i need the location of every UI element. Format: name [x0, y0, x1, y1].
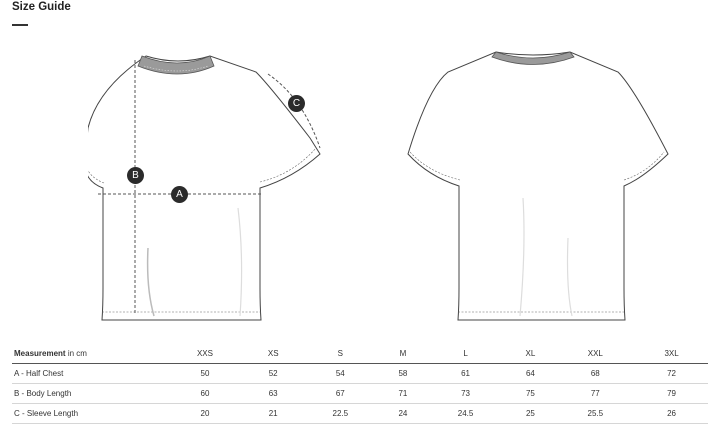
size-header: XL: [525, 349, 536, 358]
page-title: Size Guide: [12, 1, 71, 13]
size-table: Measurement in cm XXS XS S M L XL XXL 3X…: [12, 344, 708, 424]
table-cell: 72: [667, 369, 677, 378]
table-cell: 22.5: [332, 409, 349, 418]
table-cell: 64: [525, 369, 535, 378]
table-cell: 24.5: [457, 409, 474, 418]
table-cell: 52: [268, 369, 278, 378]
size-header: 3XL: [664, 349, 679, 358]
tshirt-front-diagram: [88, 55, 321, 321]
table-cell: 25.5: [587, 409, 604, 418]
measurement-badge-a: A: [171, 186, 188, 203]
table-cell: 21: [268, 409, 278, 418]
table-cell: 24: [398, 409, 408, 418]
size-header: L: [463, 349, 468, 358]
title-underline: [12, 24, 28, 26]
table-cell: 71: [398, 389, 408, 398]
measurement-header: Measurement in cm: [14, 349, 87, 358]
table-cell: 54: [335, 369, 345, 378]
table-cell: 20: [200, 409, 210, 418]
table-cell: 61: [461, 369, 470, 378]
table-row: A - Half Chest 50 52 54 58 61 64 68 72: [12, 364, 708, 384]
size-table-header: Measurement in cm XXS XS S M L XL XXL 3X…: [12, 344, 708, 364]
table-cell: 79: [667, 389, 677, 398]
size-header: S: [337, 349, 343, 358]
table-row: B - Body Length 60 63 67 71 73 75 77 79: [12, 384, 708, 404]
row-label: A - Half Chest: [14, 369, 64, 378]
table-cell: 73: [461, 389, 470, 398]
size-header: XS: [267, 349, 279, 358]
measurement-badge-b: B: [127, 167, 144, 184]
table-cell: 26: [667, 409, 677, 418]
table-cell: 77: [590, 389, 600, 398]
tshirt-back-diagram: [407, 51, 669, 321]
table-cell: 75: [525, 389, 535, 398]
size-header: M: [399, 349, 407, 358]
table-cell: 58: [398, 369, 408, 378]
size-header: XXS: [196, 349, 213, 358]
row-label: B - Body Length: [14, 389, 72, 398]
table-cell: 50: [200, 369, 210, 378]
table-row: C - Sleeve Length 20 21 22.5 24 24.5 25 …: [12, 404, 708, 424]
table-cell: 63: [268, 389, 278, 398]
table-cell: 67: [335, 389, 345, 398]
row-label: C - Sleeve Length: [14, 409, 79, 418]
table-cell: 60: [200, 389, 210, 398]
table-cell: 68: [590, 369, 600, 378]
table-cell: 25: [525, 409, 535, 418]
measurement-badge-c: C: [288, 95, 305, 112]
size-header: XXL: [587, 349, 603, 358]
